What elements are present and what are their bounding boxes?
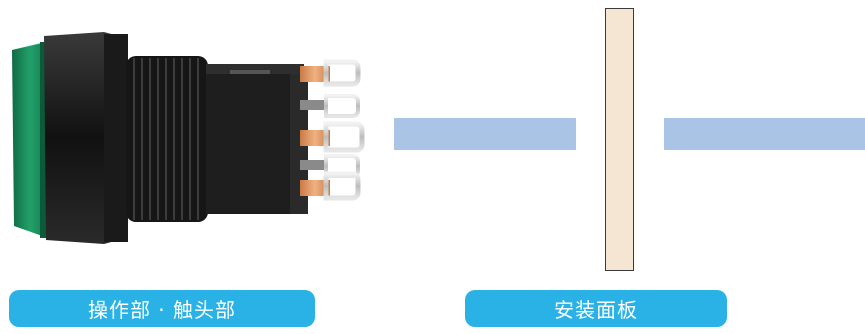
operating-contact-label: 操作部 · 触头部	[9, 290, 315, 327]
mounting-bar-right	[664, 118, 865, 150]
mounting-bar-left	[394, 118, 576, 150]
pushbutton-switch-image	[12, 32, 365, 244]
mounting-panel	[605, 8, 634, 271]
contact-block	[206, 64, 308, 214]
bezel	[44, 32, 128, 244]
threaded-barrel	[126, 56, 208, 222]
terminals	[300, 59, 365, 201]
mounting-panel-label: 安装面板	[465, 290, 727, 327]
